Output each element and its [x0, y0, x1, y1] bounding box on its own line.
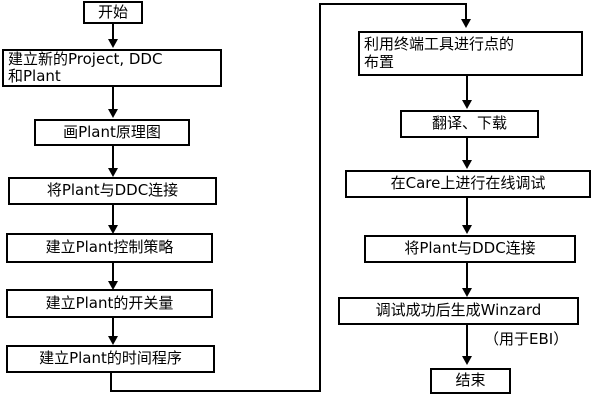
arrowhead-l5-to-l6 — [108, 336, 118, 345]
connector-loop-down — [110, 373, 112, 392]
connector-l3-to-l4 — [112, 205, 114, 229]
connector-loop-top — [319, 3, 467, 5]
node-create-control-strategy[interactable]: 建立Plant控制策略 — [6, 233, 213, 263]
connector-r3-to-r4 — [466, 198, 468, 228]
connector-r4-to-r5 — [466, 263, 468, 293]
node-start[interactable]: 开始 — [83, 1, 143, 24]
arrowhead-l1-to-l2 — [108, 109, 118, 118]
arrowhead-r2-to-r3 — [462, 160, 472, 169]
arrowhead-l3-to-l4 — [108, 225, 118, 234]
connector-loop-up — [319, 3, 321, 392]
node-connect-plant-ddc-left[interactable]: 将Plant与DDC连接 — [8, 177, 217, 205]
connector-l1-to-l2 — [112, 87, 114, 111]
node-create-digital-points[interactable]: 建立Plant的开关量 — [6, 289, 213, 318]
arrowhead-r1-to-r2 — [462, 100, 472, 109]
connector-start-to-l1 — [112, 23, 114, 41]
arrowhead-r5-to-end — [462, 356, 472, 365]
connector-r5-to-end — [466, 325, 468, 360]
node-draw-plant-schematic[interactable]: 画Plant原理图 — [34, 119, 190, 146]
node-terminal-tool-point-layout[interactable]: 利用终端工具进行点的 布置 — [358, 31, 583, 76]
node-generate-winzard[interactable]: 调试成功后生成Winzard — [338, 297, 579, 325]
arrowhead-start-to-l1 — [108, 39, 118, 48]
connector-l4-to-l5 — [112, 263, 114, 285]
arrowhead-l4-to-l5 — [108, 281, 118, 290]
node-create-time-program[interactable]: 建立Plant的时间程序 — [6, 345, 215, 373]
arrowhead-r3-to-r4 — [462, 225, 472, 234]
connector-loop-bottom — [110, 390, 321, 392]
arrowhead-l2-to-l3 — [108, 168, 118, 177]
arrowhead-r4-to-r5 — [462, 288, 472, 297]
connector-r1-to-r2 — [466, 76, 468, 102]
connector-l2-to-l3 — [112, 146, 114, 170]
connector-l5-to-l6 — [112, 318, 114, 340]
node-translate-download[interactable]: 翻译、下载 — [400, 110, 539, 138]
node-end[interactable]: 结束 — [430, 368, 511, 394]
annotation-for-ebi: （用于EBI） — [484, 330, 569, 348]
node-connect-plant-ddc-right[interactable]: 将Plant与DDC连接 — [364, 235, 576, 263]
node-create-project-ddc-plant[interactable]: 建立新的Project, DDC 和Plant — [2, 49, 222, 87]
arrowhead-loop-to-r1 — [461, 19, 471, 28]
connector-loop-into-r1 — [465, 3, 467, 21]
connector-r2-to-r3 — [466, 138, 468, 164]
node-online-debug-in-care[interactable]: 在Care上进行在线调试 — [345, 170, 591, 198]
